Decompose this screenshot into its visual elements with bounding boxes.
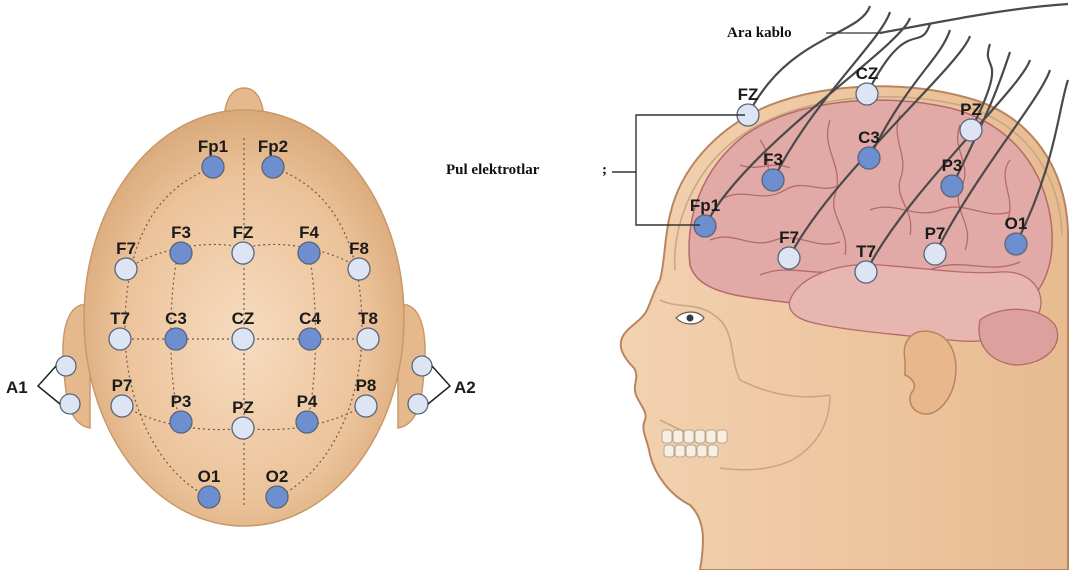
ear-electrode-a2-lower	[408, 394, 428, 414]
side-electrode-f7	[778, 247, 800, 269]
top-electrode-label-c3: C3	[165, 309, 187, 328]
side-view-head	[621, 86, 1068, 570]
eye-pupil	[687, 315, 694, 322]
ear-electrode-a1-lower	[60, 394, 80, 414]
top-electrode-fz	[232, 242, 254, 264]
top-electrode-t7	[109, 328, 131, 350]
top-electrode-o1	[198, 486, 220, 508]
top-electrode-label-o2: O2	[266, 467, 289, 486]
top-electrode-label-f4: F4	[299, 223, 319, 242]
ear-label-a1: A1	[6, 378, 28, 397]
top-electrode-label-p4: P4	[297, 392, 318, 411]
side-electrode-f3	[762, 169, 784, 191]
side-electrode-label-p7: P7	[925, 224, 946, 243]
top-electrode-label-fp1: Fp1	[198, 137, 228, 156]
cable-caption: Ara kablo	[727, 25, 792, 41]
top-electrode-label-t8: T8	[358, 309, 378, 328]
ear-electrode-a1-upper	[56, 356, 76, 376]
top-electrode-f8	[348, 258, 370, 280]
top-electrode-label-p7: P7	[112, 376, 133, 395]
side-electrode-label-o1: O1	[1005, 214, 1028, 233]
top-electrode-c3	[165, 328, 187, 350]
top-electrode-p8	[355, 395, 377, 417]
top-electrode-f4	[298, 242, 320, 264]
side-electrode-p7	[924, 243, 946, 265]
top-electrode-label-pz: PZ	[232, 398, 254, 417]
top-electrode-p3	[170, 411, 192, 433]
top-electrode-label-t7: T7	[110, 309, 130, 328]
side-electrode-cz	[856, 83, 878, 105]
side-electrode-c3	[858, 147, 880, 169]
top-electrode-fp1	[202, 156, 224, 178]
top-electrode-label-p8: P8	[356, 376, 377, 395]
side-electrode-label-t7: T7	[856, 242, 876, 261]
top-electrode-f7	[115, 258, 137, 280]
side-electrode-label-fp1: Fp1	[690, 196, 720, 215]
top-electrode-label-f3: F3	[171, 223, 191, 242]
top-electrode-label-c4: C4	[299, 309, 321, 328]
cable-bundle-top	[880, 4, 1068, 33]
top-electrode-o2	[266, 486, 288, 508]
side-electrode-label-cz: CZ	[856, 64, 879, 83]
top-electrode-label-o1: O1	[198, 467, 221, 486]
electrodes-caption-mark: ;	[602, 162, 607, 178]
side-electrode-label-f3: F3	[763, 150, 783, 169]
side-electrode-p3	[941, 175, 963, 197]
top-electrode-c4	[299, 328, 321, 350]
side-electrode-label-f7: F7	[779, 228, 799, 247]
side-electrode-label-pz: PZ	[960, 100, 982, 119]
side-electrode-label-p3: P3	[942, 156, 963, 175]
top-electrode-label-cz: CZ	[232, 309, 255, 328]
side-electrode-o1	[1005, 233, 1027, 255]
top-electrode-label-fz: FZ	[233, 223, 254, 242]
top-electrode-t8	[357, 328, 379, 350]
top-electrode-label-f7: F7	[116, 239, 136, 258]
top-electrode-cz	[232, 328, 254, 350]
top-electrode-label-f8: F8	[349, 239, 369, 258]
top-electrode-label-p3: P3	[171, 392, 192, 411]
side-electrode-label-c3: C3	[858, 128, 880, 147]
ear-label-a2: A2	[454, 378, 476, 397]
a1-bracket	[38, 366, 60, 404]
electrodes-caption: Pul elektrotlar	[446, 162, 540, 178]
top-electrode-f3	[170, 242, 192, 264]
side-electrode-label-fz: FZ	[738, 85, 759, 104]
side-electrode-t7	[855, 261, 877, 283]
top-electrode-pz	[232, 417, 254, 439]
top-electrode-p7	[111, 395, 133, 417]
side-electrode-fp1	[694, 215, 716, 237]
ear-electrode-a2-upper	[412, 356, 432, 376]
top-electrode-fp2	[262, 156, 284, 178]
top-electrode-p4	[296, 411, 318, 433]
top-electrode-label-fp2: Fp2	[258, 137, 288, 156]
a2-bracket	[428, 366, 450, 404]
side-electrode-pz	[960, 119, 982, 141]
